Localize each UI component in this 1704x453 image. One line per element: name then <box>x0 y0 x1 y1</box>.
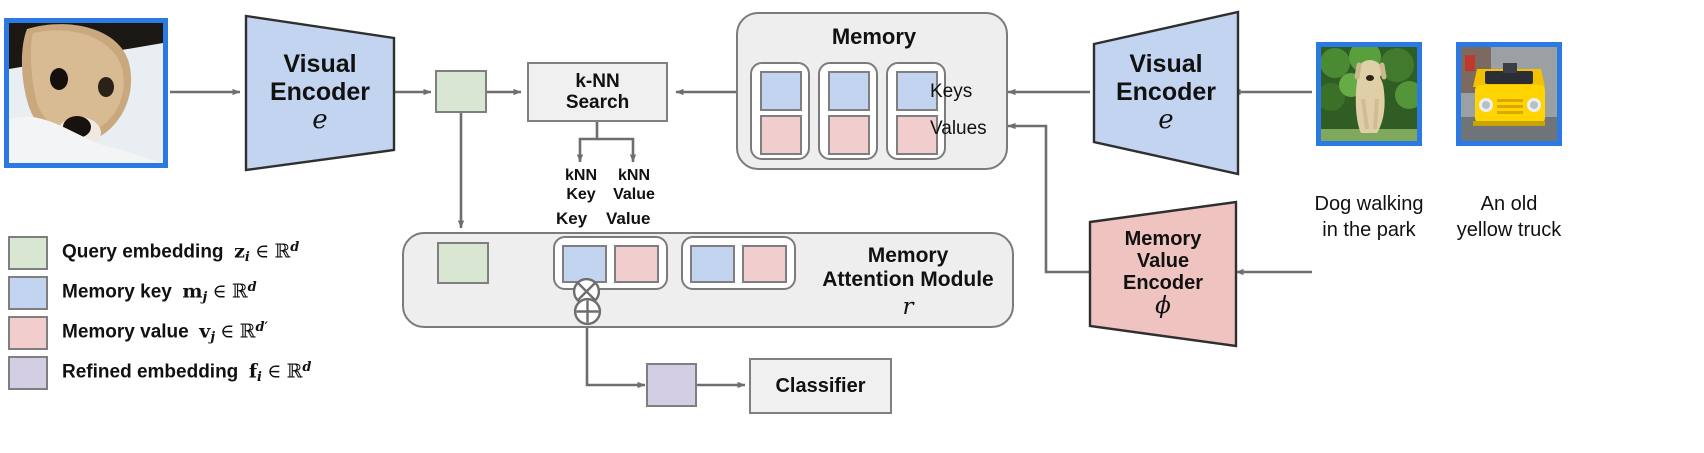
visual-encoder-right[interactable]: Visual Encoder e <box>1092 10 1240 176</box>
legend-item-memory-value: Memory value vj ∈ ℝd′ <box>8 313 311 353</box>
attention-module-symbol: r <box>902 294 914 321</box>
legend-text-query: Query embedding <box>62 241 224 263</box>
legend-var-query: z <box>234 240 245 263</box>
knn-search-line1: k-NN <box>575 70 620 92</box>
query-image <box>4 18 168 168</box>
legend-sub-memory-value: j <box>210 330 216 346</box>
knn-value-line2: Value <box>613 186 655 204</box>
legend-swatch-memory-value <box>8 316 48 350</box>
legend-sub-refined: i <box>257 370 262 386</box>
classifier-label: Classifier <box>775 374 866 397</box>
legend-item-query-embedding: Query embedding zi ∈ ℝd <box>8 233 311 273</box>
memory-value-encoder[interactable]: Memory Value Encoder ϕ <box>1088 200 1238 348</box>
memory-key-square[interactable] <box>828 71 870 111</box>
legend-label-refined: Refined embedding fi ∈ ℝd <box>62 360 311 385</box>
knn-key-label: kNN Key <box>553 166 609 204</box>
memory-title: Memory <box>831 24 917 49</box>
attention-module-line2: Attention Module <box>822 268 994 292</box>
attention-kv-pair[interactable] <box>681 236 796 290</box>
legend-member-refined: ∈ <box>267 360 282 383</box>
legend-member-memory-value: ∈ <box>220 320 235 343</box>
legend-sub-memory-key: j <box>202 290 208 306</box>
memory-keys-label: Keys <box>930 81 973 102</box>
legend-exp-memory-value: d′ <box>255 320 268 336</box>
reference-caption-truck: An old yellow truck <box>1456 193 1562 241</box>
legend-sub-query: i <box>244 250 250 266</box>
legend-set-refined: ℝ <box>286 360 303 383</box>
legend-item-refined-embedding: Refined embedding fi ∈ ℝd <box>8 353 311 393</box>
legend-label-memory-value: Memory value vj ∈ ℝd′ <box>62 320 268 345</box>
memory-slot[interactable] <box>750 62 810 160</box>
attention-kv-pair[interactable] <box>553 236 668 290</box>
legend-text-memory-key: Memory key <box>62 281 172 303</box>
memory-key-square[interactable] <box>760 71 802 111</box>
legend-member-query: ∈ <box>255 240 270 263</box>
knn-key-line1: kNN <box>564 167 597 184</box>
memory-key-square[interactable] <box>896 71 938 111</box>
legend-swatch-query <box>8 236 48 270</box>
reference-image-truck <box>1456 42 1562 146</box>
legend-var-refined: f <box>248 360 258 383</box>
memory-key-square[interactable] <box>690 245 735 283</box>
memory-value-square[interactable] <box>614 245 659 283</box>
legend-set-query: ℝ <box>274 240 291 263</box>
memory-value-square[interactable] <box>828 115 870 155</box>
refined-embedding-square[interactable] <box>646 363 697 407</box>
legend-var-memory-value: v <box>199 320 211 343</box>
legend-exp-refined: d <box>302 360 312 376</box>
legend: Query embedding zi ∈ ℝd Memory key mj ∈ … <box>8 233 311 393</box>
legend-var-memory-key: m <box>182 280 203 303</box>
attention-query-square[interactable] <box>437 242 489 284</box>
reference-image-dog <box>1316 42 1422 146</box>
knn-value-label: kNN Value <box>603 166 665 204</box>
legend-text-memory-value: Memory value <box>62 321 189 343</box>
memory-panel: Memory <box>736 12 1008 170</box>
memory-value-square[interactable] <box>760 115 802 155</box>
classifier-box[interactable]: Classifier <box>749 358 892 414</box>
legend-swatch-memory-key <box>8 276 48 310</box>
memory-value-square[interactable] <box>742 245 787 283</box>
legend-swatch-refined <box>8 356 48 390</box>
legend-exp-memory-key: d <box>247 280 257 296</box>
attention-key-label: Key <box>556 209 588 228</box>
legend-set-memory-key: ℝ <box>231 280 248 303</box>
knn-value-line1: kNN <box>617 167 650 184</box>
legend-label-query: Query embedding zi ∈ ℝd <box>62 240 299 265</box>
memory-values-label: Values <box>930 118 987 139</box>
knn-key-line2: Key <box>566 186 596 204</box>
query-embedding-square[interactable] <box>435 70 487 113</box>
legend-exp-query: d <box>290 240 300 256</box>
legend-member-memory-key: ∈ <box>212 280 227 303</box>
visual-encoder-left[interactable]: Visual Encoder e <box>244 14 396 172</box>
legend-item-memory-key: Memory key mj ∈ ℝd <box>8 273 311 313</box>
add-operator-icon <box>573 297 602 326</box>
knn-search-line2: Search <box>565 92 630 113</box>
memory-slot[interactable] <box>818 62 878 160</box>
legend-label-memory-key: Memory key mj ∈ ℝd <box>62 280 257 305</box>
attention-module-line1: Memory <box>867 244 949 267</box>
memory-slot[interactable] <box>886 62 946 160</box>
legend-text-refined: Refined embedding <box>62 361 239 383</box>
legend-set-memory-value: ℝ <box>239 320 256 343</box>
attention-module-title: Memory Attention Module r <box>804 244 1012 321</box>
memory-value-square[interactable] <box>896 115 938 155</box>
reference-caption-dog: Dog walking in the park <box>1314 193 1424 241</box>
memory-attention-module: Memory Attention Module r <box>402 232 1014 328</box>
knn-search-box[interactable]: k-NN Search <box>527 62 668 122</box>
attention-value-label: Value <box>606 209 651 228</box>
